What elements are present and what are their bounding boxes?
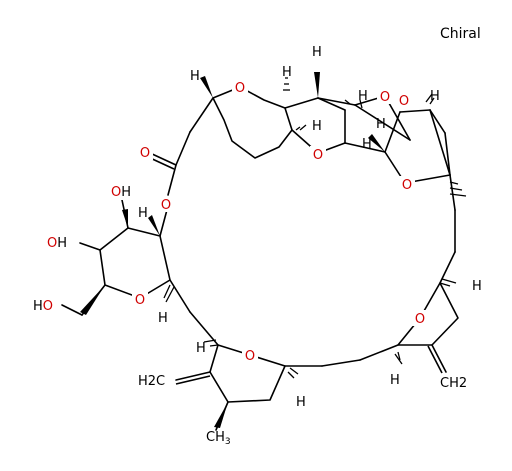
oxygen-atom: O [235, 81, 245, 96]
hydrogen-atom: H [376, 117, 386, 132]
hydrogen-atom: H [358, 89, 368, 104]
chiral-label: Chiral [440, 26, 481, 42]
methylene-label-left: H2C [138, 374, 165, 389]
hydrogen-atom: H [190, 69, 200, 84]
bond-group-bottom-ring [169, 279, 286, 431]
bond-group-left-sugar [61, 199, 171, 316]
oxygen-atom: O [415, 312, 425, 327]
hydrogen-atom: H [362, 137, 372, 152]
oxygen-atom: O [313, 148, 323, 163]
oxygen-atom: O [399, 94, 409, 109]
methylene-label-right: CH2 [440, 376, 467, 391]
oxygen-atom: O [245, 349, 255, 364]
oxygen-atom: O [135, 293, 145, 308]
bond-group-right-side [284, 174, 459, 374]
hydrogen-atom: H [312, 119, 322, 134]
hydrogen-atom: H [472, 279, 482, 294]
hydrogen-atom: H [138, 206, 148, 221]
hydrogen-atom: H [196, 341, 206, 356]
hydroxyl-label: OH [47, 236, 67, 251]
oxygen-atom: O [161, 198, 171, 213]
oxygen-labels: O O O O O O O O O O [132, 79, 428, 364]
methyl-label: CH3 [206, 430, 231, 447]
hydrogen-atom: H [312, 45, 322, 60]
hydrogen-labels: H H H H H H H H H H H H H H [138, 45, 482, 410]
hydrogen-atom: H [430, 89, 440, 104]
oxygen-atom: O [380, 90, 390, 105]
bond-group-upper-rings [147, 86, 451, 196]
hydroxyl-label: HO [33, 299, 53, 314]
hydrogen-atom: H [158, 311, 168, 326]
hydrogen-atom: H [296, 395, 306, 410]
hydrogen-atom: H [390, 373, 400, 388]
stereo-bonds [80, 72, 467, 428]
hydrogen-atom: H [282, 65, 292, 80]
oxygen-atom: O [402, 178, 412, 193]
hydroxyl-label: OH [111, 185, 131, 200]
oxygen-atom: O [140, 146, 150, 161]
group-labels: OH OH HO H2C CH2 CH3 [30, 183, 467, 447]
